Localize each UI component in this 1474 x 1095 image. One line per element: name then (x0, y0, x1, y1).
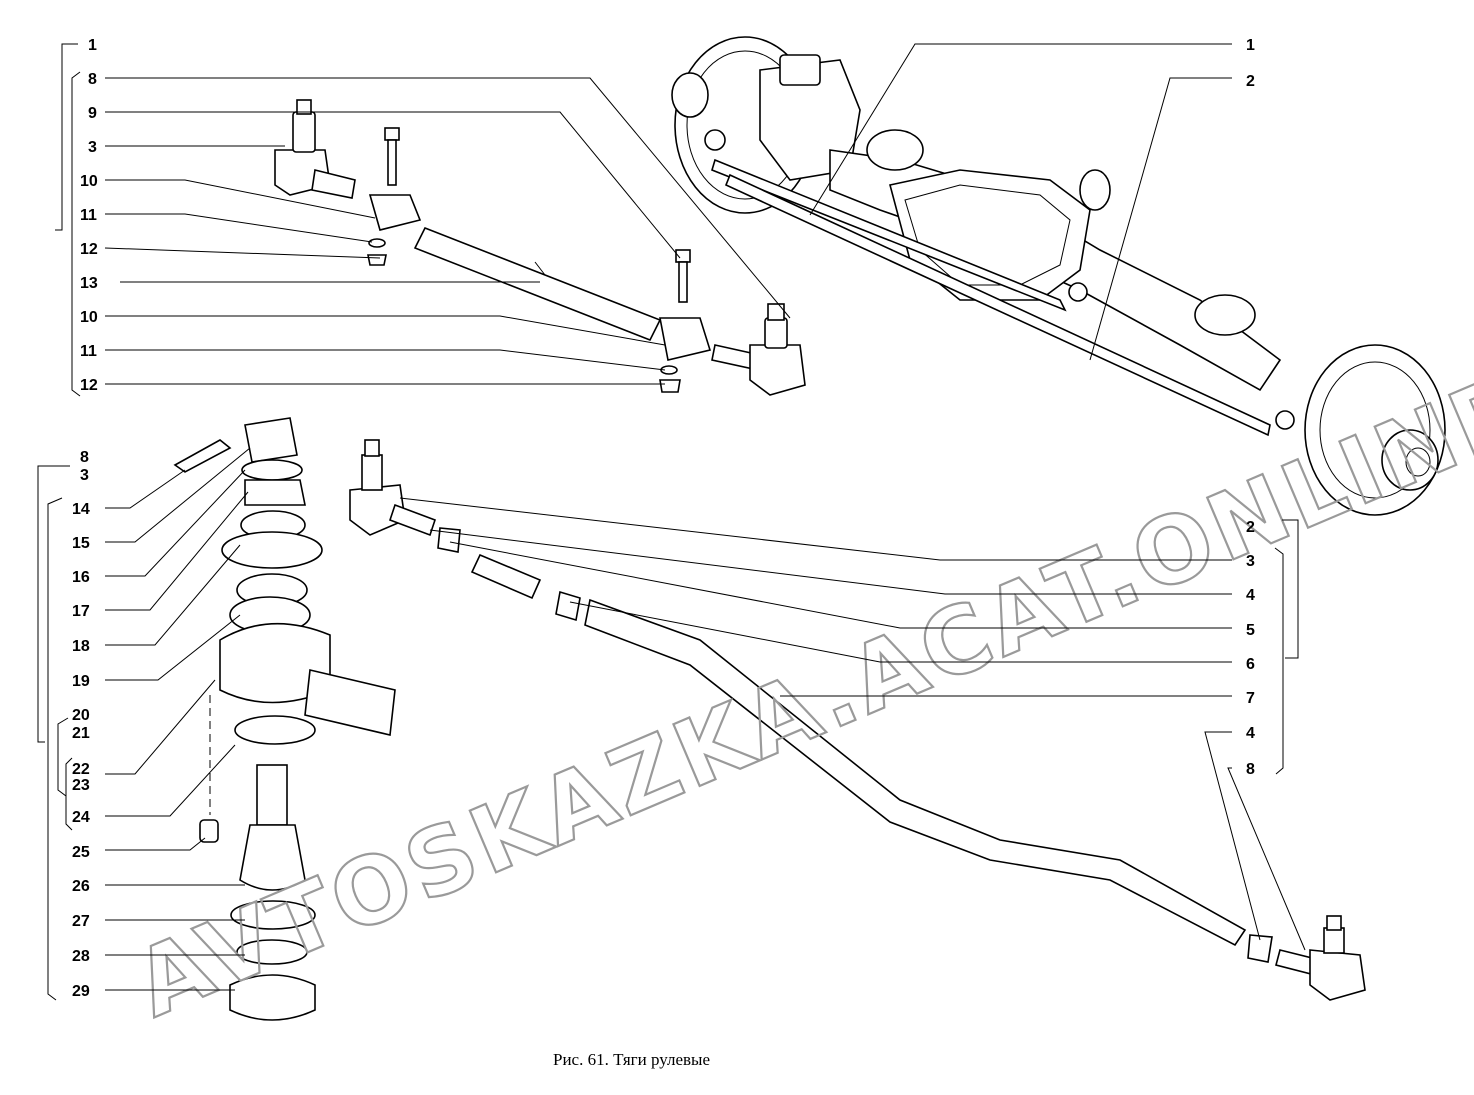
callout-top-left-5: 11 (80, 207, 97, 224)
callout-mid-right-5: 7 (1246, 690, 1255, 707)
callout-top-left-6: 12 (80, 241, 98, 258)
callout-bottom-left-10: 22 (72, 761, 90, 778)
callout-bottom-left-7: 19 (72, 673, 90, 690)
callout-bottom-left-8: 20 (72, 707, 90, 724)
front-axle-assembly (671, 36, 1446, 516)
leader-lines (104, 43, 1306, 991)
callout-mid-right-1: 3 (1246, 553, 1255, 570)
figure-caption: Рис. 61. Тяги рулевые (553, 1050, 711, 1069)
callout-mid-right-7: 8 (1246, 761, 1255, 778)
callout-bottom-left-0: 8 (80, 449, 89, 466)
callout-bottom-left-3: 15 (72, 535, 90, 552)
callout-mid-right-6: 4 (1246, 725, 1255, 742)
callout-top-left-8: 10 (80, 309, 98, 326)
callout-bottom-left-12: 24 (72, 809, 90, 826)
callout-mid-right-4: 6 (1246, 656, 1255, 673)
callout-top-left-9: 11 (80, 343, 97, 360)
steering-rod-exploded-top (274, 99, 806, 396)
callout-mid-right-2: 4 (1246, 587, 1255, 604)
callout-bottom-left-1: 3 (80, 467, 89, 484)
callout-bottom-left-14: 26 (72, 878, 90, 895)
callout-top-right-0: 1 (1246, 37, 1255, 54)
callout-bottom-left-4: 16 (72, 569, 90, 586)
callout-bottom-left-11: 23 (72, 777, 90, 794)
callout-bottom-left-9: 21 (72, 725, 90, 742)
callout-top-left-1: 8 (88, 71, 97, 88)
callout-mid-right-3: 5 (1246, 622, 1255, 639)
callout-top-left-7: 13 (80, 275, 98, 292)
callout-top-left-10: 12 (80, 377, 98, 394)
ball-joint-exploded (173, 417, 396, 1021)
brackets (37, 43, 1299, 1001)
callout-top-left-4: 10 (80, 173, 98, 190)
callout-top-left-3: 3 (88, 139, 97, 156)
callout-bottom-left-17: 29 (72, 983, 90, 1000)
callout-top-left-0: 1 (88, 37, 97, 54)
callout-mid-right-0: 2 (1246, 519, 1255, 536)
callout-bottom-left-16: 28 (72, 948, 90, 965)
callout-bottom-left-6: 18 (72, 638, 90, 655)
callout-bottom-left-15: 27 (72, 913, 90, 930)
callout-top-left-2: 9 (88, 105, 97, 122)
callout-bottom-left-5: 17 (72, 603, 90, 620)
callout-bottom-left-2: 14 (72, 501, 90, 518)
long-drag-link (349, 439, 1366, 1001)
callout-bottom-left-13: 25 (72, 844, 90, 861)
callout-numbers: 1893101112131011128314151617181920212223… (72, 37, 1255, 1000)
callout-top-right-1: 2 (1246, 73, 1255, 90)
